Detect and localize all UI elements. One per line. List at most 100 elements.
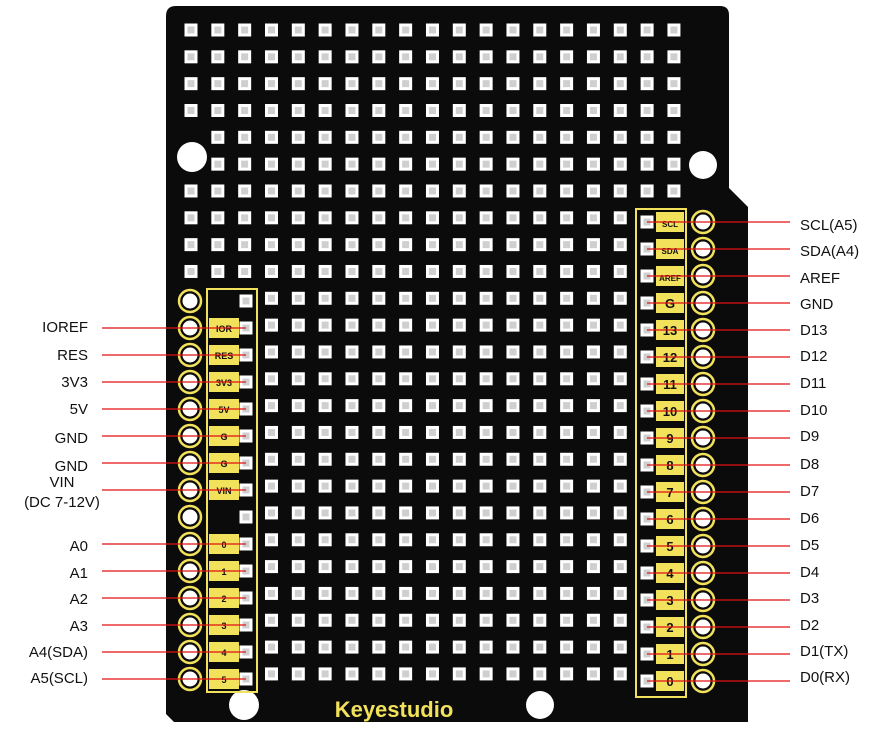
proto-pad bbox=[291, 184, 305, 198]
proto-pad bbox=[399, 77, 413, 91]
proto-pad bbox=[345, 184, 359, 198]
proto-pad bbox=[318, 345, 332, 359]
right-pin-label: AREF bbox=[800, 270, 840, 287]
proto-pad bbox=[560, 506, 574, 520]
proto-pad bbox=[238, 23, 252, 37]
proto-pad bbox=[399, 184, 413, 198]
proto-pad bbox=[372, 533, 386, 547]
proto-pad bbox=[425, 157, 439, 171]
proto-pad bbox=[264, 318, 278, 332]
proto-pad bbox=[506, 586, 520, 600]
proto-pad bbox=[506, 640, 520, 654]
proto-pad bbox=[533, 318, 547, 332]
proto-pad bbox=[291, 506, 305, 520]
proto-pad bbox=[452, 640, 466, 654]
proto-pad bbox=[479, 318, 493, 332]
proto-pad bbox=[399, 560, 413, 574]
proto-pad bbox=[264, 157, 278, 171]
proto-pad bbox=[211, 264, 225, 278]
proto-pad bbox=[264, 479, 278, 493]
proto-pad bbox=[452, 318, 466, 332]
proto-pad bbox=[425, 560, 439, 574]
proto-pad bbox=[238, 130, 252, 144]
left-pin-label: RES bbox=[57, 347, 88, 364]
proto-pad bbox=[264, 425, 278, 439]
proto-pad bbox=[184, 50, 198, 64]
proto-pad bbox=[345, 560, 359, 574]
proto-pad bbox=[560, 50, 574, 64]
left-pin-label: A5(SCL) bbox=[30, 670, 88, 687]
mounting-hole bbox=[177, 142, 207, 172]
proto-pad bbox=[318, 157, 332, 171]
proto-pad bbox=[345, 50, 359, 64]
proto-pad bbox=[211, 238, 225, 252]
proto-pad bbox=[560, 184, 574, 198]
proto-pad bbox=[291, 345, 305, 359]
left-pin-label: A4(SDA) bbox=[29, 644, 88, 661]
proto-pad bbox=[479, 50, 493, 64]
proto-pad bbox=[667, 184, 681, 198]
proto-pad bbox=[667, 157, 681, 171]
proto-pad bbox=[479, 130, 493, 144]
proto-pad bbox=[560, 479, 574, 493]
left-pin-label: GND bbox=[55, 430, 89, 447]
proto-pad bbox=[399, 372, 413, 386]
proto-pad bbox=[238, 238, 252, 252]
proto-pad bbox=[560, 452, 574, 466]
proto-pad bbox=[613, 184, 627, 198]
proto-pad bbox=[479, 399, 493, 413]
proto-pad bbox=[345, 130, 359, 144]
proto-pad bbox=[479, 372, 493, 386]
proto-pad bbox=[264, 77, 278, 91]
proto-pad bbox=[533, 50, 547, 64]
proto-pad bbox=[613, 640, 627, 654]
proto-pad bbox=[264, 264, 278, 278]
right-pin-label: D1(TX) bbox=[800, 643, 848, 660]
proto-pad bbox=[345, 506, 359, 520]
proto-pad bbox=[264, 640, 278, 654]
proto-pad bbox=[372, 211, 386, 225]
proto-pad bbox=[184, 264, 198, 278]
proto-pad bbox=[318, 211, 332, 225]
proto-pad bbox=[479, 586, 493, 600]
proto-pad bbox=[613, 291, 627, 305]
proto-pad bbox=[479, 452, 493, 466]
proto-pad bbox=[506, 506, 520, 520]
proto-pad bbox=[452, 238, 466, 252]
proto-pad bbox=[586, 103, 600, 117]
left-pin-label: VIN bbox=[49, 474, 74, 491]
proto-pad bbox=[318, 238, 332, 252]
proto-pad bbox=[345, 345, 359, 359]
proto-pad bbox=[372, 479, 386, 493]
proto-pad bbox=[318, 77, 332, 91]
proto-pad bbox=[560, 345, 574, 359]
proto-pad bbox=[318, 613, 332, 627]
left-pin-silk-label: 3 bbox=[221, 621, 226, 631]
proto-pad bbox=[667, 77, 681, 91]
proto-pad bbox=[452, 399, 466, 413]
proto-pad bbox=[479, 238, 493, 252]
proto-pad bbox=[479, 211, 493, 225]
left-pin-silk-label: 5V bbox=[218, 405, 229, 415]
proto-pad bbox=[425, 23, 439, 37]
proto-pad bbox=[291, 50, 305, 64]
proto-pad bbox=[291, 157, 305, 171]
proto-pad bbox=[506, 318, 520, 332]
proto-pad bbox=[667, 50, 681, 64]
proto-pad bbox=[479, 479, 493, 493]
right-pin-label: D13 bbox=[800, 322, 828, 339]
right-pin-label: GND bbox=[800, 296, 834, 313]
proto-pad bbox=[479, 264, 493, 278]
proto-pad bbox=[372, 23, 386, 37]
proto-pad bbox=[264, 372, 278, 386]
proto-pad bbox=[425, 318, 439, 332]
proto-pad bbox=[425, 533, 439, 547]
proto-pad bbox=[264, 50, 278, 64]
proto-pad bbox=[184, 184, 198, 198]
proto-pad bbox=[560, 560, 574, 574]
proto-pad bbox=[586, 130, 600, 144]
proto-pad bbox=[452, 425, 466, 439]
right-pin-label: D2 bbox=[800, 617, 819, 634]
left-pin-silk-label: 2 bbox=[221, 594, 226, 604]
proto-pad bbox=[425, 77, 439, 91]
